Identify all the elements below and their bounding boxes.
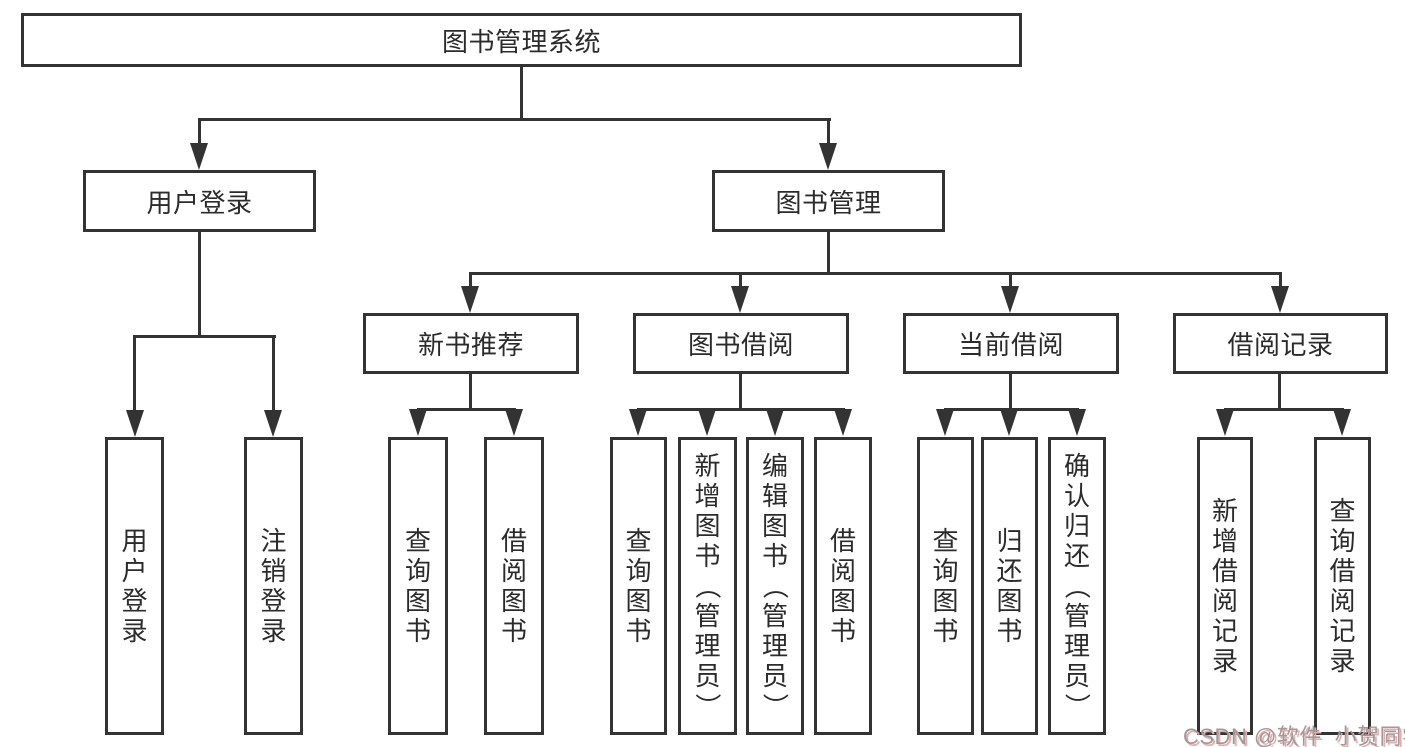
leaf-user-login: 用户登录 bbox=[105, 437, 164, 735]
leaf-return-books: 归还图书 bbox=[981, 437, 1038, 735]
leaf-borrow-books-recommend: 借阅图书 bbox=[484, 437, 544, 735]
down-arrowhead-icon bbox=[731, 286, 749, 313]
connector-level2-stem-right bbox=[827, 118, 830, 151]
leaf-query-books-borrow: 查询图书 bbox=[610, 437, 667, 735]
node-user-login: 用户登录 bbox=[83, 170, 316, 232]
down-arrowhead-icon bbox=[1216, 409, 1234, 436]
down-arrowhead-icon bbox=[190, 143, 208, 170]
down-arrowhead-icon bbox=[698, 409, 716, 436]
connector-group1-trunk bbox=[198, 232, 201, 336]
connector-level3-stem bbox=[469, 272, 472, 294]
down-arrowhead-icon bbox=[126, 410, 144, 437]
down-arrowhead-icon bbox=[819, 143, 837, 170]
connector-group5-trunk bbox=[1278, 374, 1281, 410]
node-book-management: 图书管理 bbox=[712, 170, 945, 232]
leaf-query-borrow-record: 查询借阅记录 bbox=[1314, 437, 1371, 735]
connector-book-management-trunk bbox=[827, 232, 830, 274]
down-arrowhead-icon bbox=[766, 409, 784, 436]
connector-group1-stem bbox=[133, 335, 136, 414]
node-current-borrowing: 当前借阅 bbox=[903, 313, 1119, 374]
down-arrowhead-icon bbox=[1001, 286, 1019, 313]
connector-group5-bar bbox=[1224, 408, 1344, 411]
connector-level3-bar bbox=[469, 272, 1282, 275]
leaf-borrow-books: 借阅图书 bbox=[814, 437, 872, 735]
connector-group4-trunk bbox=[1009, 374, 1012, 410]
leaf-logout: 注销登录 bbox=[244, 437, 303, 735]
connector-level3-stem bbox=[1009, 272, 1012, 294]
connector-level3-stem bbox=[739, 272, 742, 294]
connector-level3-stem bbox=[1279, 272, 1282, 294]
leaf-confirm-return-admin: 确认归还（管理员） bbox=[1048, 437, 1106, 735]
connector-root-trunk bbox=[520, 67, 523, 121]
down-arrowhead-icon bbox=[936, 409, 954, 436]
connector-level2-stem-left bbox=[198, 118, 201, 151]
connector-group2-trunk bbox=[469, 374, 472, 410]
down-arrowhead-icon bbox=[505, 409, 523, 436]
down-arrowhead-icon bbox=[1333, 409, 1351, 436]
connector-group1-stem bbox=[272, 335, 275, 414]
node-root-system: 图书管理系统 bbox=[21, 13, 1022, 67]
node-book-borrowing: 图书借阅 bbox=[633, 313, 849, 374]
down-arrowhead-icon bbox=[409, 409, 427, 436]
leaf-query-books-recommend: 查询图书 bbox=[388, 437, 448, 735]
node-new-book-recommendation: 新书推荐 bbox=[363, 313, 579, 374]
leaf-add-book-admin: 新增图书（管理员） bbox=[678, 437, 737, 735]
down-arrowhead-icon bbox=[264, 410, 282, 437]
csdn-watermark: CSDN @软件_小贺同学 bbox=[1183, 724, 1405, 747]
down-arrowhead-icon bbox=[1068, 409, 1086, 436]
leaf-add-borrow-record: 新增借阅记录 bbox=[1197, 437, 1253, 735]
connector-group3-bar bbox=[637, 408, 845, 411]
node-borrowing-records: 借阅记录 bbox=[1173, 313, 1388, 374]
connector-level2-bar bbox=[198, 118, 831, 121]
down-arrowhead-icon bbox=[834, 409, 852, 436]
connector-group1-bar bbox=[133, 335, 276, 338]
down-arrowhead-icon bbox=[1271, 286, 1289, 313]
down-arrowhead-icon bbox=[1000, 409, 1018, 436]
down-arrowhead-icon bbox=[629, 409, 647, 436]
connector-group3-trunk bbox=[739, 374, 742, 410]
leaf-query-books-current: 查询图书 bbox=[917, 437, 974, 735]
down-arrowhead-icon bbox=[461, 286, 479, 313]
leaf-edit-book-admin: 编辑图书（管理员） bbox=[746, 437, 804, 735]
connector-group2-bar bbox=[417, 408, 516, 411]
